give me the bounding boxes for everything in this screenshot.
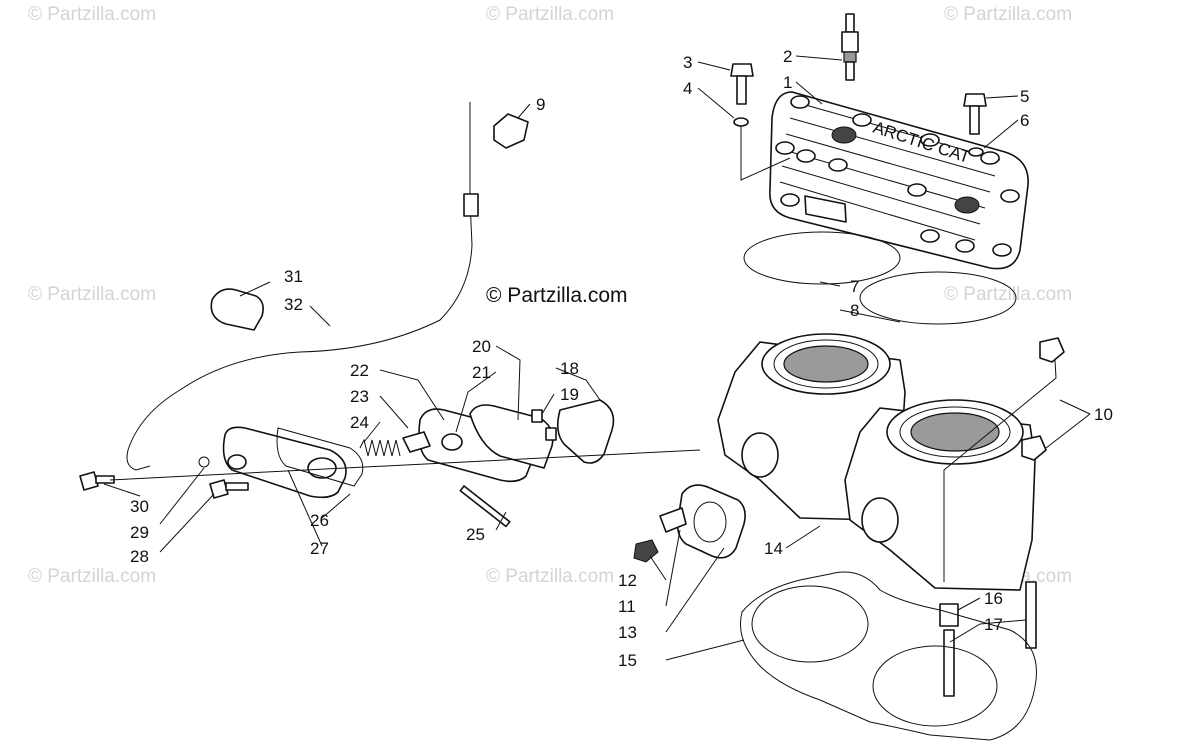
watermark-mid-left: © Partzilla.com: [28, 284, 156, 305]
cylinder-assembly: [717, 333, 1065, 697]
callout-10: 10: [1094, 405, 1113, 424]
callout-27: 27: [310, 539, 329, 558]
callout-21: 21: [472, 363, 491, 382]
cable-bracket: [493, 113, 529, 149]
head-bolt-right: [963, 93, 987, 135]
callout-7: 7: [850, 277, 859, 296]
callout-28: 28: [130, 547, 149, 566]
head-bolt-left: [730, 63, 754, 105]
callout-12: 12: [618, 571, 637, 590]
leader-lines: [103, 55, 1091, 661]
valve-actuator: [402, 431, 431, 453]
callout-18: 18: [560, 359, 579, 378]
cylinder-nut-side: [1021, 435, 1047, 461]
watermark-mid-right: © Partzilla.com: [944, 284, 1072, 305]
cylinder-stud-right: [1025, 581, 1037, 649]
watermark-bottom-left: © Partzilla.com: [28, 566, 156, 587]
washer-right: [968, 147, 984, 157]
dowel-pin: [939, 603, 959, 627]
valve-pin-top: [531, 409, 543, 423]
callout-25: 25: [466, 525, 485, 544]
watermark-bottom-center: © Partzilla.com: [486, 566, 614, 587]
exhaust-gasket: [676, 484, 746, 559]
callout-29: 29: [130, 523, 149, 542]
head-o-ring-rear: [859, 271, 1017, 325]
valve-cover-bolt: [459, 485, 511, 528]
callout-20: 20: [472, 337, 491, 356]
callout-26: 26: [310, 511, 329, 530]
cylinder-head: [769, 91, 1029, 270]
exhaust-valve-assembly: [79, 399, 701, 528]
exhaust-valve-cable: [126, 102, 473, 471]
callout-8: 8: [850, 301, 859, 320]
callout-numbers: 1 2 3 4 5 6 7 8 9 10 11 12 13 14 15 16 1…: [130, 47, 1113, 670]
callout-30: 30: [130, 497, 149, 516]
valve-pin-bottom: [545, 427, 557, 441]
temperature-sensor: [659, 507, 687, 533]
head-bolt-bosses: [775, 95, 1020, 257]
head-o-ring-front: [743, 231, 901, 285]
sensor-nut: [633, 539, 659, 563]
callout-13: 13: [618, 623, 637, 642]
callout-19: 19: [560, 385, 579, 404]
watermark-top-left: © Partzilla.com: [28, 4, 156, 25]
cylinder-nut-top: [1039, 337, 1065, 363]
watermark-center: © Partzilla.com: [486, 284, 628, 307]
cylinder-stud-left: [943, 629, 955, 697]
valve-housing-gasket: [276, 427, 364, 487]
callout-11: 11: [618, 597, 636, 616]
callout-1: 1: [783, 73, 792, 92]
o-ring-small: [198, 456, 210, 468]
callout-23: 23: [350, 387, 369, 406]
callout-2: 2: [783, 47, 792, 66]
housing-bolt: [209, 479, 249, 499]
callout-15: 15: [618, 651, 637, 670]
spark-plug: [841, 13, 859, 81]
callout-3: 3: [683, 53, 692, 72]
callout-32: 32: [284, 295, 303, 314]
callout-6: 6: [1020, 111, 1029, 130]
callout-5: 5: [1020, 87, 1029, 106]
valve-housing: [222, 426, 347, 499]
callout-22: 22: [350, 361, 369, 380]
cylinder-base-gasket: [740, 571, 1037, 741]
watermark-top-right: © Partzilla.com: [944, 4, 1072, 25]
callout-31: 31: [284, 267, 303, 286]
callout-16: 16: [984, 589, 1003, 608]
washer-left: [733, 117, 749, 127]
watermark-top-center: © Partzilla.com: [486, 4, 614, 25]
cylinder-head-assembly: ARCTIC CAT: [730, 13, 1029, 325]
callout-9: 9: [536, 95, 545, 114]
cable-bracket-bolt: [79, 471, 115, 491]
valve-spring: [359, 438, 401, 457]
callout-24: 24: [350, 413, 369, 432]
callout-14: 14: [764, 539, 783, 558]
cable-clip: [210, 288, 264, 331]
callout-4: 4: [683, 79, 692, 98]
callout-17: 17: [984, 615, 1003, 634]
exhaust-valve: [556, 399, 615, 464]
